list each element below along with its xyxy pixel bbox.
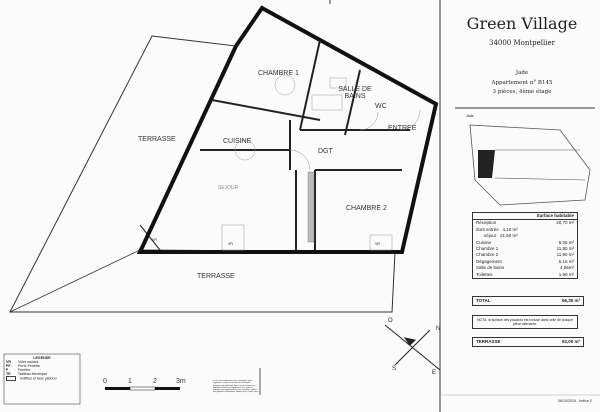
exterior-wall: [136, 5, 439, 254]
scale-tick: 1: [128, 378, 132, 385]
surface-row: séjour 21,60 m²: [484, 233, 518, 239]
revision-date: 08/10/2010 - Indice 2: [558, 399, 592, 403]
terrace-outline: [9, 35, 396, 313]
key-plan: [469, 124, 591, 206]
interior-walls: [200, 39, 410, 250]
building-name: Jade: [515, 70, 529, 76]
legend-item: Soffites et faux plafond: [6, 376, 78, 381]
compass-n: N: [436, 326, 441, 332]
compass-s: S: [392, 366, 397, 372]
footer-note: NOTA: Des modifications sont susceptible…: [213, 380, 258, 394]
apartment-rooms: 3 pièces, 4ème étage: [492, 89, 552, 95]
compass-e: E: [432, 370, 437, 376]
scale-tick: 2: [153, 378, 157, 385]
room-chambre-2: CHAMBRE 2: [346, 205, 387, 212]
title-block: Green Village 34000 Montpellier Jade App…: [444, 0, 600, 412]
compass-rose: [384, 324, 441, 371]
vr-label: VR: [152, 238, 157, 242]
legend-box: [3, 353, 81, 405]
room-terrasse-bottom: TERRASSE: [197, 273, 235, 280]
room-wc: WC: [375, 103, 387, 110]
room-entree: ENTREE: [388, 125, 417, 132]
surface-note: NOTA: la surface des placards est inclus…: [472, 315, 578, 329]
room-salle-de-bains: SALLE DE BAINS: [338, 86, 372, 100]
surface-header: Surface habitable: [536, 213, 574, 218]
room-dgt: DGT: [318, 148, 333, 155]
compass-o: O: [388, 318, 393, 324]
vr-label: VR: [375, 242, 380, 246]
project-city: 34000 Montpellier: [488, 39, 556, 47]
room-chambre-1: CHAMBRE 1: [258, 70, 299, 77]
apartment-number: Appartement n° B145: [491, 80, 553, 86]
surface-row: dont entrée 4,10 m²: [476, 226, 518, 232]
terrace-edge: [9, 249, 141, 313]
key-plan-label: Jade: [466, 114, 474, 118]
scale-tick: 3m: [176, 378, 186, 385]
room-sejour: SEJOUR: [218, 185, 239, 191]
room-cuisine: CUISINE: [223, 138, 252, 145]
scale-tick: 0: [103, 378, 107, 385]
vr-label: VR: [228, 242, 233, 246]
legend-title: LEGENDE: [33, 356, 51, 360]
room-terrasse-left: TERRASSE: [138, 136, 176, 143]
project-name: Green Village: [466, 14, 578, 33]
scale-bar: [105, 386, 180, 391]
